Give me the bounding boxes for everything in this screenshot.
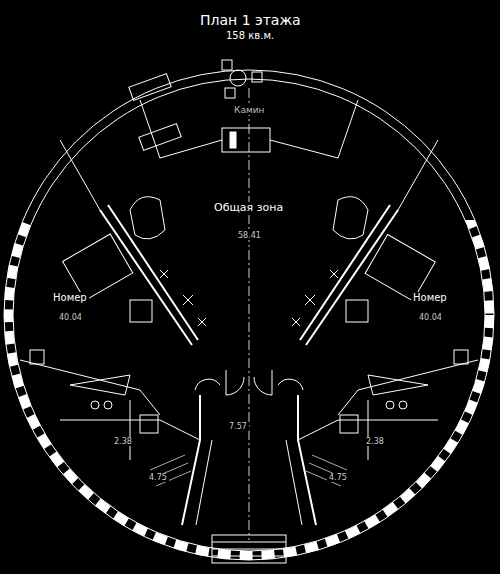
room-label: 58.41: [236, 231, 263, 240]
room-label: Общая зона: [212, 202, 285, 215]
room-label: 4.75: [327, 473, 349, 482]
room-label: 40.04: [417, 313, 444, 322]
room-label: Номер: [411, 292, 449, 304]
plan-area: 158 кв.м.: [224, 30, 276, 42]
plan-title: План 1 этажа: [198, 12, 303, 28]
room-label: 2.38: [112, 437, 134, 446]
room-label: Номер: [51, 292, 89, 304]
room-label: 7.57: [227, 422, 249, 431]
room-label: Камин: [232, 105, 266, 115]
room-label: 40.04: [57, 313, 84, 322]
room-label: 2.38: [364, 437, 386, 446]
room-label: 4.75: [147, 473, 169, 482]
